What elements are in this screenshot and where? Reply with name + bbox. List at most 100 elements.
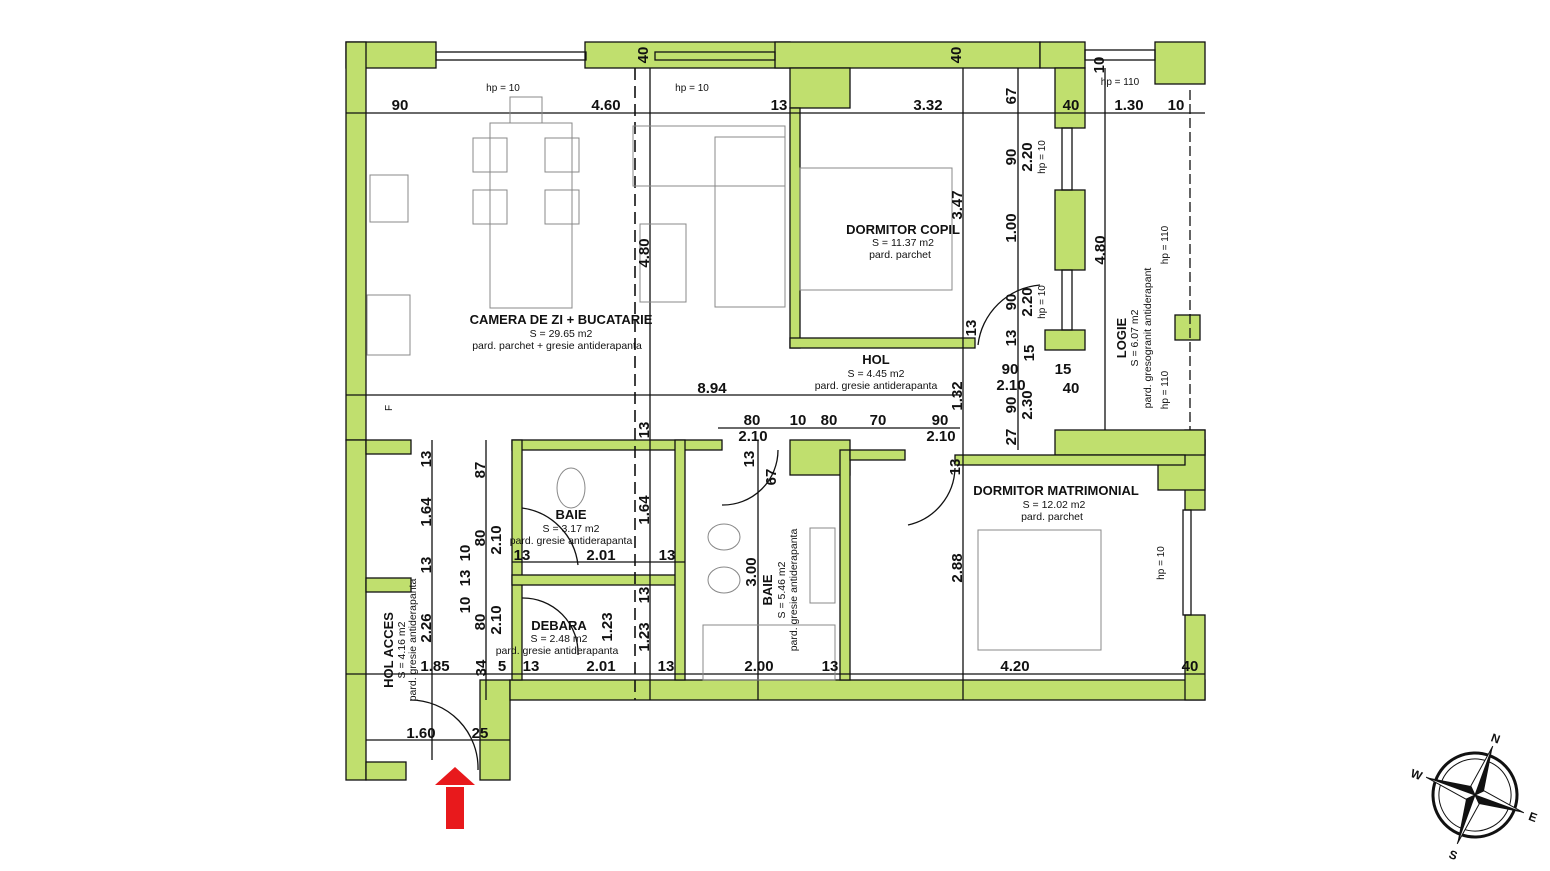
dimension-label: 80: [472, 614, 489, 631]
room-floor: pard. parchet + gresie antiderapanta: [472, 340, 642, 352]
entrance-arrow-icon: [435, 767, 475, 829]
dimension-label: 2.20: [1019, 287, 1036, 316]
room-floor: pard. parchet: [1021, 511, 1083, 523]
dimension-label: 10: [457, 597, 474, 614]
dimension-label: 2.10: [738, 428, 767, 445]
dimension-label: 40: [1063, 380, 1080, 397]
dimension-label: 13: [418, 557, 435, 574]
dimension-label: 90: [1003, 294, 1020, 311]
compass-west: W: [1409, 766, 1425, 783]
room-name: BAIE: [555, 507, 586, 522]
dimension-label: 1.30: [1114, 97, 1143, 114]
compass-icon: N E S W: [1409, 731, 1539, 864]
room-floor: pard. parchet: [869, 249, 931, 261]
dimension-label: 10: [1091, 57, 1108, 74]
dimension-label: 13: [947, 459, 964, 476]
dimension-label: 4.20: [1000, 658, 1029, 675]
dimension-label: 1.23: [636, 622, 653, 651]
room-name: DEBARA: [531, 618, 587, 633]
room-floor: pard. gresie antiderapanta: [407, 579, 419, 702]
room-area: S = 2.48 m2: [531, 633, 588, 645]
walls: [345, 41, 1206, 781]
dimension-label: 13: [636, 587, 653, 604]
dimension-label: 15: [1055, 361, 1072, 378]
dimension-label: 15: [1021, 345, 1038, 362]
dimension-label: 2.01: [586, 658, 615, 675]
dimension-label: 4.80: [636, 238, 653, 267]
dimension-label: 10: [790, 412, 807, 429]
dimension-label: 80: [744, 412, 761, 429]
hp-note: hp = 110: [1160, 225, 1171, 264]
dimension-label: 13: [822, 658, 839, 675]
room-labels: CAMERA DE ZI + BUCATARIE S = 29.65 m2 pa…: [381, 222, 1154, 701]
dimension-label: 13: [514, 547, 531, 564]
room-area: S = 4.45 m2: [848, 368, 905, 380]
room-name: HOL: [862, 352, 890, 367]
room-name: LOGIE: [1114, 317, 1129, 358]
dimension-label: 13: [418, 451, 435, 468]
dimension-label: 3.47: [949, 190, 966, 219]
dimension-label: 90: [1002, 361, 1019, 378]
dimension-label: 40: [1182, 658, 1199, 675]
room-area: S = 4.16 m2: [396, 621, 408, 678]
dimension-label: 13: [457, 570, 474, 587]
dimension-label: 8.94: [697, 380, 727, 397]
dimension-label: 3.00: [743, 557, 760, 586]
dimension-label: 3.32: [913, 97, 942, 114]
hp-note: hp = 110: [1160, 370, 1171, 409]
dimension-label: 13: [636, 422, 653, 439]
room-area: S = 12.02 m2: [1023, 499, 1086, 511]
dimension-label: 90: [1003, 149, 1020, 166]
compass-north: N: [1489, 731, 1502, 747]
dimension-label: 90: [1003, 397, 1020, 414]
dimension-label: 2.01: [586, 547, 615, 564]
dimension-label: 1.60: [406, 725, 435, 742]
room-name: CAMERA DE ZI + BUCATARIE: [470, 312, 653, 327]
dimension-label: 13: [523, 658, 540, 675]
dimension-label: 80: [821, 412, 838, 429]
notes: hp = 10 hp = 10 hp = 110 hp = 10 hp = 10…: [384, 77, 1171, 580]
windows: [435, 49, 1192, 616]
room-floor: pard. gresie antiderapanta: [510, 535, 633, 547]
dimension-label: 2.10: [488, 525, 505, 554]
dimension-label: 40: [635, 47, 652, 64]
dimension-label: 67: [1003, 88, 1020, 105]
dimension-label: 1.32: [949, 381, 966, 410]
dimension-label: 4.60: [591, 97, 620, 114]
room-area: S = 3.17 m2: [543, 523, 600, 535]
hp-note: hp = 10: [1156, 546, 1167, 580]
dimension-label: 13: [1003, 330, 1020, 347]
room-name: DORMITOR MATRIMONIAL: [973, 483, 1139, 498]
hp-note: hp = 10: [1037, 140, 1048, 174]
dimension-label: 90: [932, 412, 949, 429]
dimension-label: 1.00: [1003, 213, 1020, 242]
room-name: HOL ACCES: [381, 612, 396, 688]
dimension-label: 80: [472, 530, 489, 547]
dimension-label: 2.26: [418, 613, 435, 642]
dimension-label: 1.64: [418, 497, 435, 527]
dimension-label: 1.23: [599, 612, 616, 641]
dimension-label: 87: [472, 462, 489, 479]
compass-south: S: [1447, 847, 1459, 863]
hp-note: hp = 10: [486, 83, 520, 94]
dimension-label: 4.80: [1092, 235, 1109, 264]
hp-note: hp = 10: [1037, 285, 1048, 319]
dimension-label: 10: [1168, 97, 1185, 114]
dimension-label: 13: [963, 320, 980, 337]
dimension-label: 2.00: [744, 658, 773, 675]
dimension-label: 2.20: [1019, 142, 1036, 171]
hp-note: hp = 10: [675, 83, 709, 94]
dimensions: 90 4.60 13 3.32 40 1.30 10 67 40 40 10 4…: [392, 47, 1199, 742]
dimension-label: 40: [948, 47, 965, 64]
dimension-label: 2.10: [926, 428, 955, 445]
dimension-label: 2.30: [1019, 390, 1036, 419]
furniture: [366, 96, 1102, 771]
room-floor: pard. gresogranit antiderapant: [1142, 268, 1154, 409]
compass-east: E: [1527, 809, 1539, 825]
room-area: S = 5.46 m2: [776, 561, 788, 618]
dimension-label: 2.10: [488, 605, 505, 634]
dimension-label: 13: [771, 97, 788, 114]
room-area: S = 29.65 m2: [530, 328, 593, 340]
room-area: S = 11.37 m2: [872, 237, 934, 249]
dimension-label: 1.85: [420, 658, 449, 675]
